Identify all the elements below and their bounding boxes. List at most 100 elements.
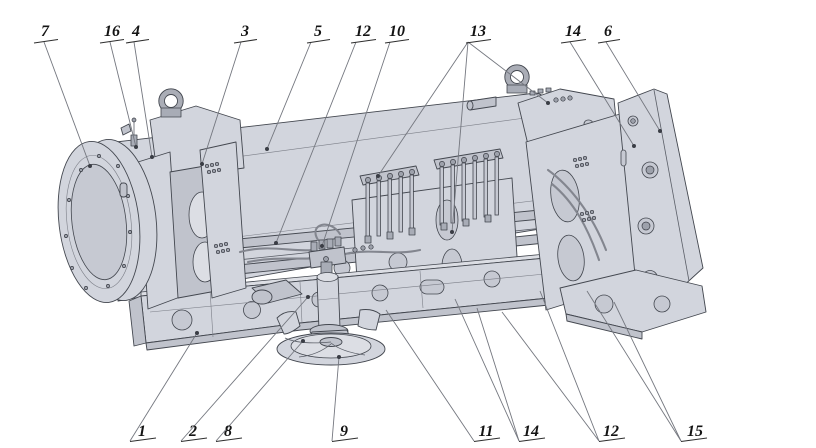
leader-endpoint-dot <box>200 162 204 166</box>
leader-line <box>569 41 635 147</box>
leader-line <box>586 290 682 442</box>
leader-line <box>377 41 469 177</box>
label-underline <box>518 437 546 443</box>
callout-4-2: 4 <box>125 23 154 159</box>
leader-line <box>180 296 309 442</box>
callout-3-3: 3 <box>200 23 258 166</box>
label-underline <box>384 38 410 44</box>
label-underline <box>306 38 331 44</box>
callout-14-8: 14 <box>560 23 636 148</box>
part-number-label: 5 <box>314 23 322 40</box>
callout-2-11: 2 <box>180 295 310 443</box>
leader-line <box>331 356 340 442</box>
leader-endpoint-dot <box>88 164 92 168</box>
hydraulic-valve-block <box>238 223 422 269</box>
left-end-flange <box>57 123 158 303</box>
leader-line <box>43 41 91 167</box>
part-number-label: 3 <box>240 23 249 40</box>
part-number-label: 4 <box>131 23 140 40</box>
right-support-frame <box>466 64 639 311</box>
label-underline <box>597 38 621 44</box>
leader-endpoint-dot <box>337 355 341 359</box>
callout-7-0: 7 <box>33 23 92 168</box>
leader-line <box>613 301 682 442</box>
label-underline <box>598 437 626 443</box>
leader-endpoint-dot <box>376 174 380 178</box>
part-number-label: 13 <box>470 23 486 40</box>
callout-10-6: 10 <box>320 23 410 248</box>
leader-line <box>501 311 600 442</box>
callout-9-13: 9 <box>331 355 359 443</box>
label-underline <box>215 437 243 443</box>
label-underline <box>560 38 587 44</box>
part-number-label: 2 <box>188 423 197 440</box>
part-number-label: 15 <box>687 423 703 440</box>
leader-endpoint-dot <box>546 101 550 105</box>
callout-6-9: 6 <box>597 23 662 133</box>
right-base-foot <box>559 269 707 340</box>
label-underline <box>33 38 59 44</box>
label-underline <box>99 38 125 44</box>
leader-line <box>454 298 520 442</box>
label-underline <box>180 437 208 443</box>
part-number-label: 6 <box>604 23 612 40</box>
callout-13-7: 13 <box>376 23 550 234</box>
callout-8-12: 8 <box>215 339 305 443</box>
callout-5-4: 5 <box>265 23 331 151</box>
leader-line <box>275 41 357 244</box>
leader-line <box>539 290 600 442</box>
leader-line <box>605 41 661 132</box>
valve-bank-right <box>433 148 504 231</box>
leader-endpoint-dot <box>150 155 154 159</box>
leader-line <box>133 41 153 158</box>
leader-line <box>385 309 475 442</box>
callout-16-1: 16 <box>99 23 138 149</box>
leader-endpoint-dot <box>265 147 269 151</box>
label-underline <box>331 437 359 443</box>
label-underline <box>129 437 157 443</box>
callout-14-15: 14 <box>454 298 546 443</box>
label-underline <box>465 38 492 44</box>
leader-line <box>215 340 304 442</box>
label-underline <box>233 38 258 44</box>
callout-1-10: 1 <box>129 331 199 443</box>
leader-line <box>129 332 198 442</box>
part-number-label: 12 <box>355 23 371 40</box>
leader-line <box>321 41 391 247</box>
callout-12-5: 12 <box>274 23 377 245</box>
machine-illustration <box>57 64 707 366</box>
leader-endpoint-dot <box>658 129 662 133</box>
part-number-label: 11 <box>478 423 493 440</box>
leader-endpoint-dot <box>632 144 636 148</box>
leader-line <box>266 41 312 150</box>
label-underline <box>473 437 501 443</box>
part-number-label: 14 <box>523 423 539 440</box>
leader-endpoint-dot <box>274 241 278 245</box>
part-number-label: 10 <box>389 23 405 40</box>
leader-endpoint-dot <box>301 339 305 343</box>
leader-line <box>201 41 242 165</box>
leader-endpoint-dot <box>134 145 138 149</box>
part-number-label: 16 <box>104 23 120 40</box>
leader-endpoint-dot <box>320 244 324 248</box>
leader-line <box>476 307 520 442</box>
label-underline <box>680 437 708 443</box>
leader-endpoint-dot <box>195 331 199 335</box>
leader-endpoint-dot <box>450 230 454 234</box>
leader-line <box>109 41 137 148</box>
leader-endpoint-dot <box>306 295 310 299</box>
part-number-label: 9 <box>340 423 348 440</box>
leader-line <box>451 41 469 233</box>
part-number-label: 1 <box>138 423 146 440</box>
leader-line <box>467 41 549 104</box>
callout-15-17: 15 <box>586 290 708 443</box>
callout-11-14: 11 <box>385 309 501 443</box>
part-number-label: 12 <box>603 423 619 440</box>
part-number-label: 14 <box>565 23 581 40</box>
part-number-label: 7 <box>41 23 50 40</box>
valve-bank-left <box>359 165 420 244</box>
label-underline <box>125 38 150 44</box>
